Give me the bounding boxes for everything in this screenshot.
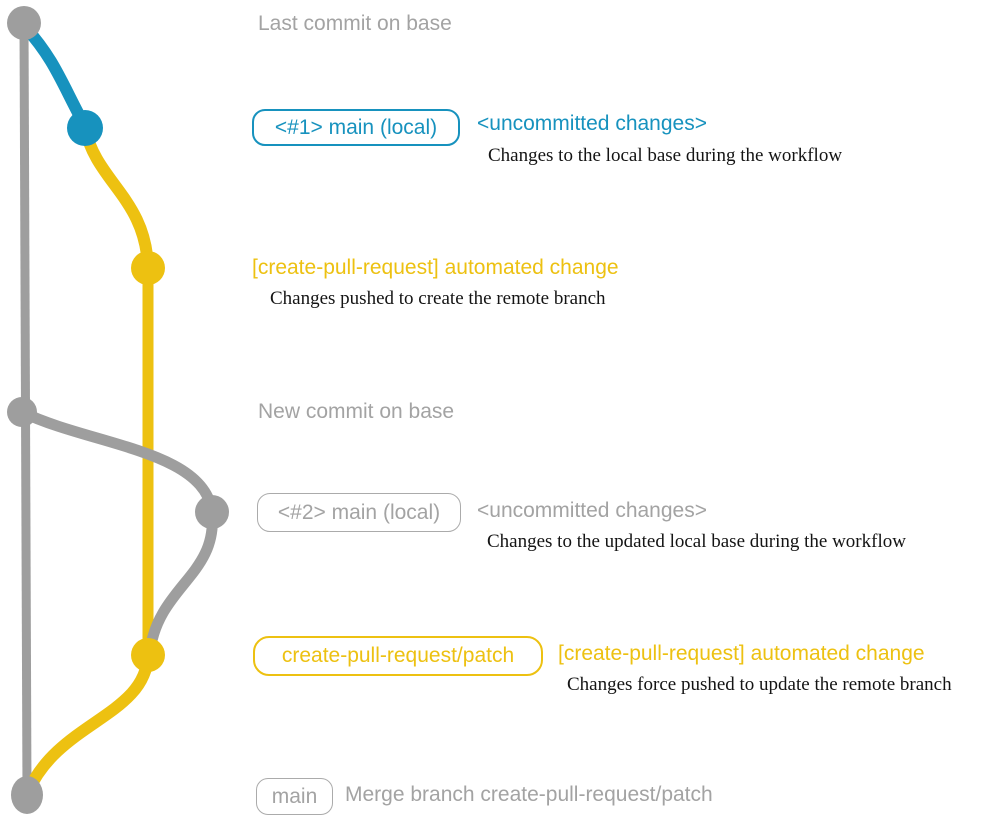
uncommitted-changes-label-2: <uncommitted changes> <box>477 499 707 522</box>
branch-badge-main-local-2: <#2> main (local) <box>257 493 461 532</box>
automated-change-desc-2: Changes force pushed to update the remot… <box>567 674 952 695</box>
commit-dot-uncommitted-1 <box>67 110 103 146</box>
new-commit-label: New commit on base <box>258 400 455 423</box>
commit-dot-last-base <box>7 6 41 40</box>
branch-badge-main-local-1: <#1> main (local) <box>252 109 460 146</box>
branch-badge-main-local-1-label: <#1> main (local) <box>274 115 438 139</box>
branch-badge-main: main <box>256 778 333 815</box>
force-push-curve <box>144 506 218 656</box>
main-local-branch-line-2 <box>16 406 218 518</box>
branch-badge-main-label: main <box>271 784 318 808</box>
commit-dot-merge <box>11 776 43 814</box>
commit-dot-uncommitted-2 <box>195 495 229 529</box>
automated-change-label-1: [create-pull-request] automated change <box>252 256 619 279</box>
branch-badge-patch-label: create-pull-request/patch <box>281 644 515 667</box>
merge-commit-label: Merge branch create-pull-request/patch <box>345 783 713 806</box>
automated-change-label-2: [create-pull-request] automated change <box>558 642 925 665</box>
branch-badge-main-local-2-label: <#2> main (local) <box>277 500 441 524</box>
commit-dot-automated-2 <box>131 638 165 672</box>
main-local-branch-line-1 <box>20 22 91 132</box>
uncommitted-changes-desc-2: Changes to the updated local base during… <box>487 531 906 552</box>
patch-branch-curve-top <box>79 122 154 274</box>
patch-branch-merge-curve <box>22 649 154 798</box>
commit-graph <box>7 6 229 814</box>
automated-change-desc-1: Changes pushed to create the remote bran… <box>270 288 606 309</box>
commit-dot-automated-1 <box>131 251 165 285</box>
commit-dot-new-base <box>7 397 37 427</box>
last-commit-label: Last commit on base <box>258 12 452 35</box>
uncommitted-changes-desc-1: Changes to the local base during the wor… <box>488 145 843 166</box>
uncommitted-changes-label-1: <uncommitted changes> <box>477 112 707 135</box>
branch-badge-patch: create-pull-request/patch <box>253 636 543 676</box>
